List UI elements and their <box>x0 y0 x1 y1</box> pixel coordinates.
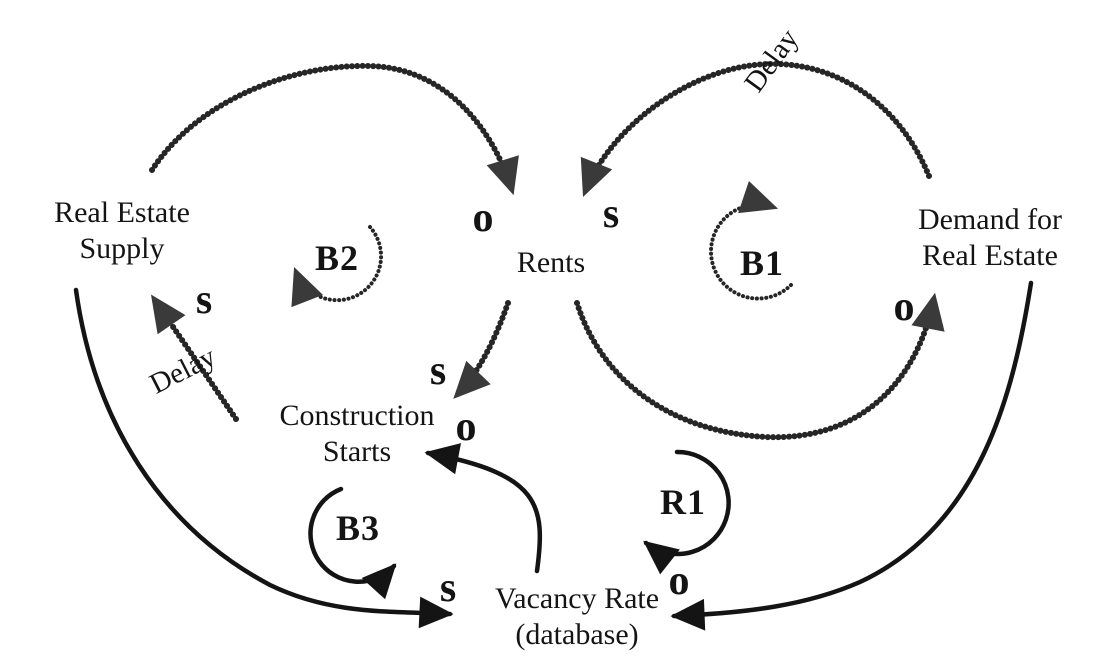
polarity-rents-to-demand: o <box>893 284 915 330</box>
node-construction-line1: Construction <box>279 399 435 432</box>
loop-label-b1: B1 <box>739 243 785 283</box>
polarity-rents-to-construction: s <box>429 348 447 394</box>
node-demand-line2: Real Estate <box>922 239 1058 272</box>
polarity-supply-to-rents: o <box>472 195 494 241</box>
polarity-demand-to-vacancy: o <box>668 558 690 604</box>
arrow-demand-to-rents <box>580 60 932 197</box>
arrow-vacancy-to-construction <box>424 443 543 574</box>
polarity-demand-to-rents: s <box>602 191 620 237</box>
loop-label-b3: B3 <box>335 508 381 548</box>
loop-label-r1: R1 <box>660 482 706 522</box>
node-construction-line2: Starts <box>322 435 392 468</box>
polarity-construction-to-supply: s <box>195 277 213 323</box>
node-demand-for-real-estate: Demand for Real Estate <box>918 202 1062 274</box>
node-real-estate-supply-line2: Supply <box>79 232 165 265</box>
arrow-supply-to-rents <box>149 62 519 196</box>
node-real-estate-supply: Real Estate Supply <box>54 195 190 267</box>
arrow-rents-to-demand <box>574 292 945 441</box>
node-demand-line1: Demand for <box>917 203 1063 236</box>
node-vacancy-line2: (database) <box>515 618 639 651</box>
node-construction-starts: Construction Starts <box>280 398 435 470</box>
loop-arrow-b1 <box>709 181 793 301</box>
polarity-vacancy-to-construction: o <box>455 404 477 450</box>
loop-arrow-b3 <box>308 486 397 600</box>
arrow-construction-to-supply <box>150 294 239 422</box>
loop-arrow-r1 <box>643 449 731 575</box>
arrow-supply-to-vacancy <box>73 287 454 629</box>
arrow-rents-to-construction <box>453 300 511 399</box>
node-real-estate-supply-line1: Real Estate <box>54 196 190 229</box>
node-rents: Rents <box>516 246 586 279</box>
loop-label-b2: B2 <box>314 238 360 278</box>
node-vacancy-line1: Vacancy Rate <box>494 582 660 615</box>
arrow-demand-to-vacancy <box>670 280 1034 631</box>
polarity-supply-to-vacancy: s <box>439 565 457 611</box>
node-vacancy-rate: Vacancy Rate (database) <box>495 581 659 653</box>
loop-arrow-b2 <box>291 225 384 308</box>
